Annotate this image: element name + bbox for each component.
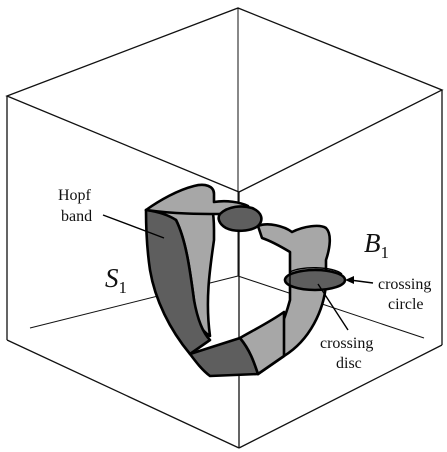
ball-label: B1 bbox=[364, 228, 389, 262]
crossing-circle-arrowhead bbox=[345, 276, 354, 284]
crossing-circle-label-line2: circle bbox=[388, 296, 424, 313]
hopf-band-label-line1: Hopf bbox=[58, 187, 92, 204]
ball-label-subscript: 1 bbox=[381, 243, 390, 262]
hopf-band bbox=[144, 183, 347, 378]
band-top-flap bbox=[144, 183, 250, 216]
crossing-disc-label-line1: crossing bbox=[320, 335, 373, 352]
crossing-disc bbox=[283, 268, 347, 292]
band-front-arc bbox=[144, 208, 212, 356]
band-twist-lobe bbox=[217, 205, 263, 233]
band-lower-panel bbox=[238, 310, 286, 376]
cube-edge-bottom-right bbox=[238, 344, 443, 449]
crossing-disc-label-line2: disc bbox=[336, 355, 362, 372]
labels: Hopf band S1 B1 crossing circle crossing… bbox=[58, 187, 431, 372]
cube-top-face bbox=[5, 7, 444, 193]
cube-edge-bottom-left bbox=[6, 339, 240, 449]
surface-label: S1 bbox=[105, 263, 127, 297]
surface-label-subscript: 1 bbox=[119, 278, 128, 297]
ball-label-main: B bbox=[364, 228, 381, 258]
band-right-loop bbox=[256, 223, 332, 376]
leader-lines bbox=[102, 214, 374, 331]
cube-wireframe bbox=[5, 7, 444, 449]
hopf-band-leader bbox=[102, 214, 165, 239]
crossing-circle-label-line1: crossing bbox=[378, 276, 431, 293]
surface-label-main: S bbox=[105, 263, 119, 293]
crossing-circle-loop bbox=[289, 267, 343, 275]
hopf-band-label-line2: band bbox=[61, 208, 92, 225]
cube-hidden-right bbox=[237, 275, 425, 339]
crossing-disc-leader bbox=[317, 283, 349, 331]
